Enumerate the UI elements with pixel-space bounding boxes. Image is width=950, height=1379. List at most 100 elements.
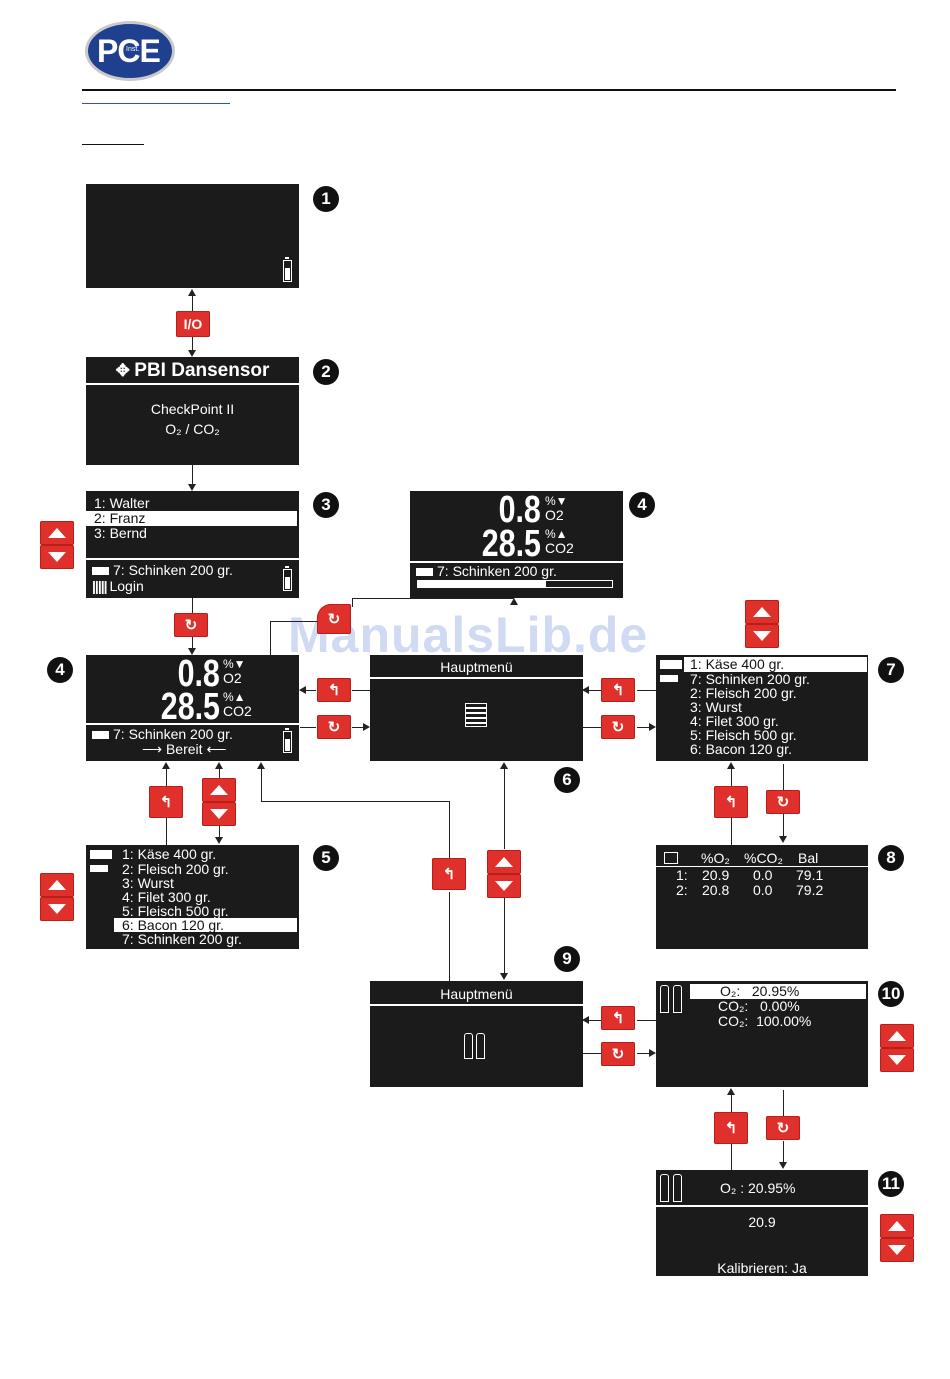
gas-row[interactable]: CO₂: 100.00% (718, 1013, 812, 1029)
product-item[interactable]: 6: Bacon 120 gr. (690, 741, 792, 757)
progress-bar (417, 580, 613, 588)
co2-unit: %▲ (223, 690, 246, 704)
down-button[interactable] (202, 802, 236, 826)
ok-button[interactable]: ↻ (601, 715, 635, 739)
logo-text: PCE (97, 33, 161, 69)
user-item[interactable]: 3: Bernd (94, 525, 147, 541)
up-button[interactable] (745, 600, 779, 624)
product-item[interactable]: 5: Fleisch 500 gr. (122, 903, 229, 919)
triangle-down-icon (210, 809, 228, 819)
screen-9: Hauptmenü (370, 981, 583, 1087)
gas-bottle-icon-2 (476, 1033, 485, 1059)
user-item[interactable]: 1: Walter (94, 495, 150, 511)
triangle-up-icon (495, 857, 513, 867)
ok-button[interactable]: ↻ (766, 1116, 800, 1140)
o2-unit: %▼ (545, 494, 568, 508)
back-button[interactable]: ↰ (432, 858, 466, 890)
step-1-badge: 1 (313, 186, 339, 212)
step-4-badge-left: 4 (47, 657, 73, 683)
ok-button[interactable]: ↻ (601, 1042, 635, 1066)
tray-icon (92, 731, 109, 739)
calibration-value: 20.9 (748, 1214, 776, 1230)
gas-row-selected[interactable]: O₂: 20.95% (690, 984, 866, 999)
product-item[interactable]: 4: Filet 300 gr. (690, 713, 779, 729)
gas-row[interactable]: CO₂: 0.00% (718, 998, 800, 1014)
up-button[interactable] (487, 850, 521, 874)
table-row[interactable]: 1: 20.9 0.0 79.1 (676, 867, 824, 883)
up-button[interactable] (40, 521, 74, 545)
step-10-badge: 10 (878, 981, 904, 1007)
triangle-down-icon (888, 1055, 906, 1065)
back-button[interactable]: ↰ (601, 678, 635, 702)
ok-button[interactable]: ↻ (766, 790, 800, 814)
step-2-badge: 2 (313, 359, 339, 385)
ok-button[interactable]: ↻ (317, 604, 351, 634)
up-button[interactable] (880, 1214, 914, 1238)
gas-bottle-icon-2 (673, 1174, 682, 1202)
enter-icon: ↻ (776, 1120, 790, 1137)
tray-icon (92, 567, 109, 575)
enter-icon: ↻ (776, 794, 790, 811)
triangle-up-icon (210, 785, 228, 795)
back-button[interactable]: ↰ (714, 786, 748, 818)
o2-label: O2 (545, 507, 564, 523)
product-item[interactable]: 2: Fleisch 200 gr. (122, 861, 229, 877)
back-button[interactable]: ↰ (149, 786, 183, 818)
co2-value: 28.5 (160, 686, 220, 728)
back-icon: ↰ (724, 1120, 738, 1137)
step-4-badge-right: 4 (629, 492, 655, 518)
down-button[interactable] (40, 545, 74, 569)
back-icon: ↰ (724, 794, 738, 811)
product-item[interactable]: 5: Fleisch 500 gr. (690, 727, 797, 743)
ok-button[interactable]: ↻ (174, 613, 208, 637)
screen-2: ✥ PBI Dansensor CheckPoint II O₂ / CO₂ (86, 357, 299, 465)
screen-3: 1: Walter 2: Franz 3: Bernd 7: Schinken … (86, 491, 299, 598)
product-item[interactable]: 7: Schinken 200 gr. (690, 671, 810, 687)
product-item[interactable]: 7: Schinken 200 gr. (122, 931, 242, 947)
product-item[interactable]: 2: Fleisch 200 gr. (690, 685, 797, 701)
user-item-selected[interactable]: 2: Franz (86, 511, 297, 526)
triangle-up-icon (888, 1221, 906, 1231)
triangle-down-icon (888, 1245, 906, 1255)
enter-icon: ↻ (611, 719, 625, 736)
product-list-icon-2 (660, 675, 678, 682)
co2-label: CO2 (545, 540, 574, 556)
back-button[interactable]: ↰ (601, 1006, 635, 1030)
product-item[interactable]: 3: Wurst (122, 875, 174, 891)
up-button[interactable] (40, 873, 74, 897)
enter-icon: ↻ (327, 611, 341, 628)
step-6-badge: 6 (554, 767, 580, 793)
product-list-icon-2 (90, 865, 108, 872)
menu-title: Hauptmenü (440, 986, 513, 1002)
power-button[interactable]: I/O (176, 311, 210, 337)
status-line: ⟶ Bereit ⟵ (142, 741, 227, 757)
product-item[interactable]: 1: Käse 400 gr. (122, 846, 217, 862)
progress-fill (418, 581, 547, 587)
step-3-badge: 3 (313, 492, 339, 518)
screen-6: Hauptmenü (370, 655, 583, 761)
down-button[interactable] (745, 624, 779, 648)
header-rule (82, 89, 896, 91)
o2-value: 0.8 (498, 489, 541, 531)
gas-bottle-icon-2 (673, 985, 682, 1013)
back-button[interactable]: ↰ (714, 1112, 748, 1144)
log-icon (664, 852, 678, 864)
product-item-selected[interactable]: 6: Bacon 120 gr. (114, 918, 297, 932)
ok-button[interactable]: ↻ (317, 715, 351, 739)
triangle-up-icon (888, 1031, 906, 1041)
down-button[interactable] (880, 1048, 914, 1072)
down-button[interactable] (880, 1238, 914, 1262)
down-button[interactable] (40, 897, 74, 921)
back-button[interactable]: ↰ (317, 678, 351, 702)
up-button[interactable] (880, 1024, 914, 1048)
step-9-badge: 9 (554, 946, 580, 972)
logo-sub: Inst. (126, 46, 140, 53)
pce-logo: PCE Inst. (88, 24, 172, 78)
product-item-selected[interactable]: 1: Käse 400 gr. (684, 657, 867, 672)
down-button[interactable] (487, 874, 521, 898)
product-item[interactable]: 4: Filet 300 gr. (122, 889, 211, 905)
up-button[interactable] (202, 778, 236, 802)
o2-unit: %▼ (223, 657, 246, 671)
product-name: CheckPoint II (150, 401, 235, 417)
product-item[interactable]: 3: Wurst (690, 699, 742, 715)
